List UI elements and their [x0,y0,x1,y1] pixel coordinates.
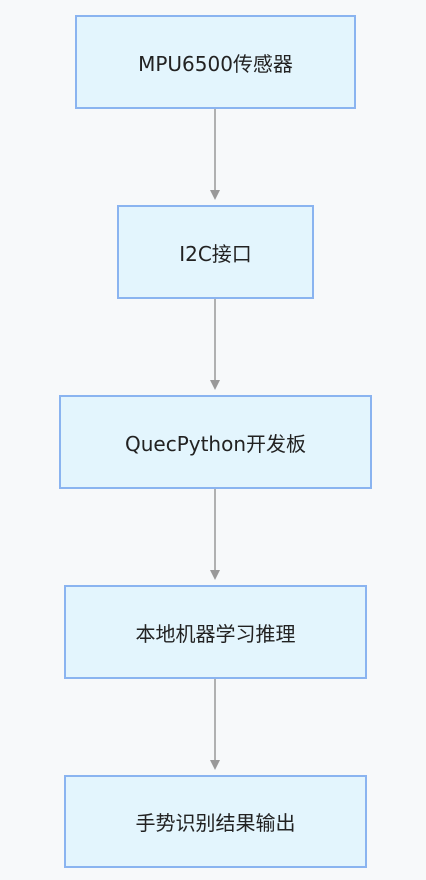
node-label: I2C接口 [179,241,252,266]
node-gesture-result-output: 手势识别结果输出 [64,775,367,868]
node-mpu6500-sensor: MPU6500传感器 [75,15,356,109]
node-quecpython-board: QuecPython开发板 [59,395,372,489]
node-label: QuecPython开发板 [124,431,307,456]
node-label: 本地机器学习推理 [135,621,296,646]
node-label: MPU6500传感器 [138,51,293,76]
node-i2c-interface: I2C接口 [117,205,314,299]
node-local-ml-inference: 本地机器学习推理 [64,585,367,679]
node-label: 手势识别结果输出 [135,811,296,835]
